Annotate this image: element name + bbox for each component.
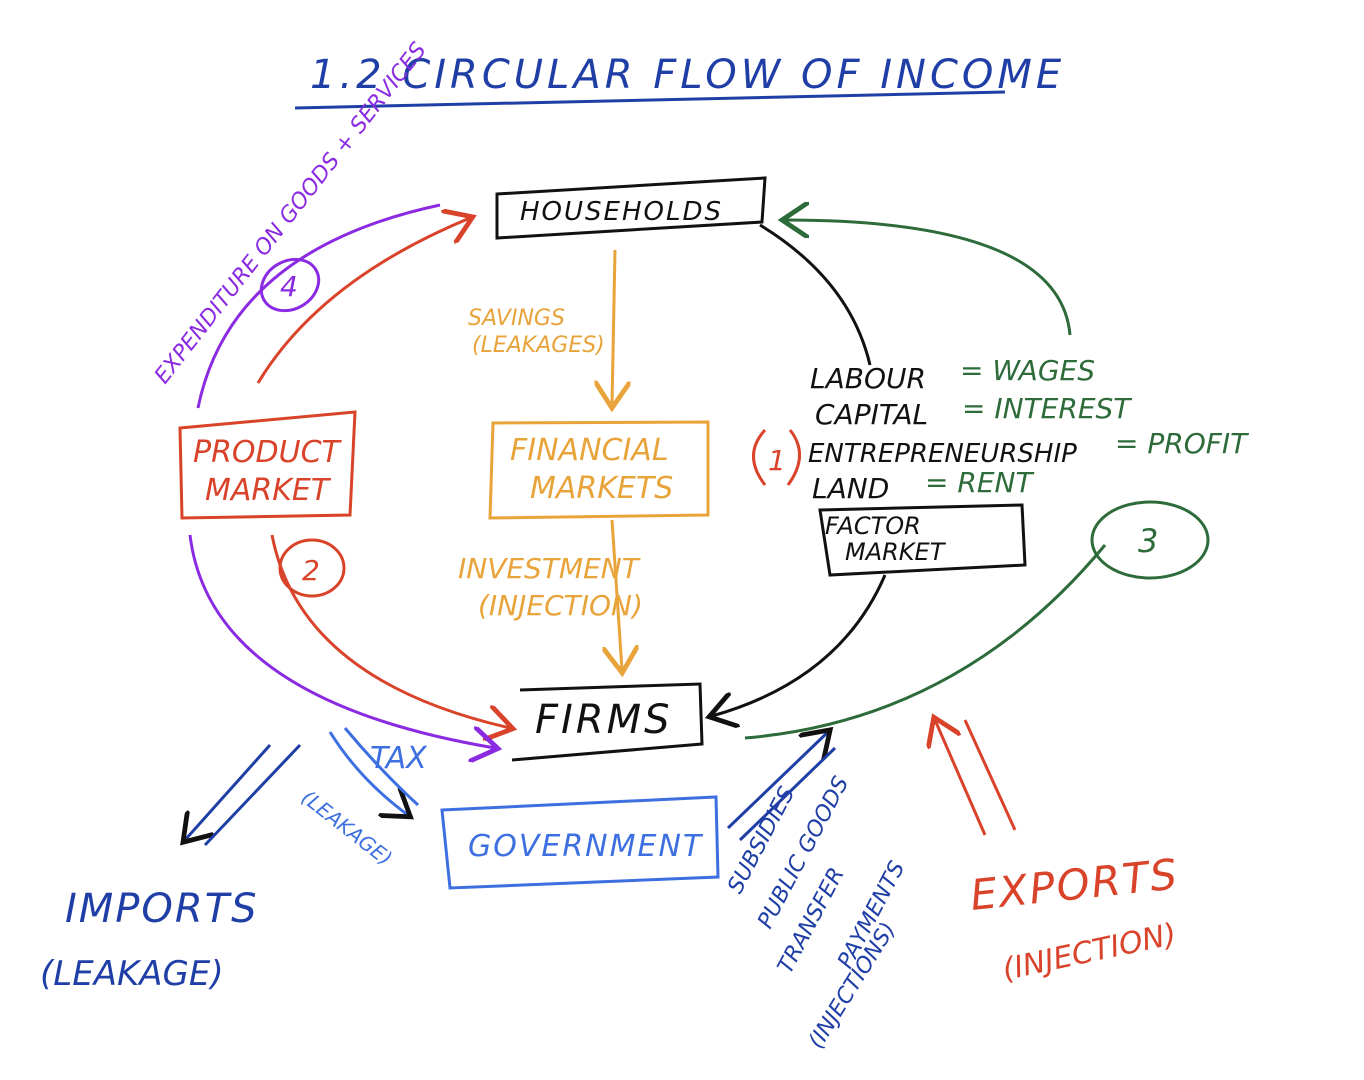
financial-markets-line2: MARKETS [530, 471, 673, 506]
government-label: GOVERNMENT [468, 829, 704, 864]
product-market-node: PRODUCT MARKET [178, 410, 357, 520]
investment-label-line2: (INJECTION) [478, 589, 643, 622]
imports-label-line2: (LEAKAGE) [40, 954, 224, 994]
factor-market-line2: MARKET [845, 538, 947, 566]
marker-4-label: 4 [280, 270, 298, 303]
product-to-firms-arrow [270, 534, 510, 728]
reward-interest: = INTEREST [962, 392, 1132, 425]
marker-4: 4 [259, 257, 321, 313]
marker-3: 3 [1090, 500, 1210, 580]
green-upper-flow [785, 220, 1072, 336]
factor-list: LABOUR = WAGES CAPITAL = INTEREST ENTREP… [808, 354, 1249, 505]
title-underline [294, 90, 1006, 110]
exports-arrow-double [963, 719, 1017, 831]
households-node: HOUSEHOLDS [495, 176, 767, 240]
factor-capital: CAPITAL [815, 398, 928, 431]
tax-arrow [328, 731, 408, 815]
marker-3-label: 3 [1138, 522, 1158, 560]
marker-2: 2 [278, 538, 346, 598]
subsidies-arrow-double [738, 746, 837, 842]
imports-label-line1: IMPORTS [65, 886, 259, 932]
product-market-line2: MARKET [205, 473, 332, 508]
factor-land: LAND [812, 472, 889, 505]
green-return-flow [744, 544, 1107, 740]
subsidies-labels: SUBSIDIES PUBLIC GOODS TRANSFER PAYMENTS… [723, 773, 910, 1054]
households-label: HOUSEHOLDS [520, 197, 723, 227]
investment-arrow [612, 519, 622, 670]
tax-label: TAX [370, 741, 428, 776]
reward-profit: = PROFIT [1115, 427, 1249, 460]
households-to-factor-line [759, 223, 872, 366]
imports-arrow-double [203, 743, 302, 847]
financial-markets-node: FINANCIAL MARKETS [488, 420, 710, 520]
expenditure-lower-flow [188, 534, 495, 748]
factor-to-firms-arrow [712, 574, 887, 716]
savings-label-line1: SAVINGS [468, 306, 565, 331]
savings-label-line2: (LEAKAGES) [472, 333, 605, 358]
subsidies-arrow [726, 732, 828, 830]
factor-labour: LABOUR [810, 362, 926, 395]
expenditure-upper-flow [196, 203, 441, 409]
product-to-households-arrow [256, 218, 470, 384]
reward-wages: = WAGES [960, 354, 1095, 387]
factor-market-line1: FACTOR [825, 512, 921, 540]
exports-label-line1: EXPORTS [968, 849, 1181, 920]
marker-2-label: 2 [302, 554, 320, 587]
tax-leakage-label: (LEAKAGE) [297, 785, 397, 870]
exports-label-line2: (INJECTION) [999, 917, 1179, 988]
page-title: 1.2 CIRCULAR FLOW OF INCOME [310, 52, 1065, 98]
savings-arrow [612, 249, 615, 405]
marker-1-label: 1 [768, 444, 786, 477]
marker-1: 1 [752, 428, 801, 486]
exports-arrow [935, 720, 987, 836]
factor-market-node: FACTOR MARKET [818, 503, 1027, 577]
financial-markets-line1: FINANCIAL [510, 433, 669, 468]
firms-node: FIRMS [511, 682, 704, 762]
imports-arrow [185, 743, 272, 840]
factor-entrepreneurship: ENTREPRENEURSHIP [808, 439, 1077, 469]
tax-arrow-double [343, 727, 420, 807]
reward-rent: = RENT [925, 466, 1034, 499]
investment-label-line1: INVESTMENT [458, 552, 641, 585]
firms-label: FIRMS [535, 697, 673, 743]
product-market-line1: PRODUCT [193, 435, 343, 470]
government-node: GOVERNMENT [440, 795, 720, 890]
